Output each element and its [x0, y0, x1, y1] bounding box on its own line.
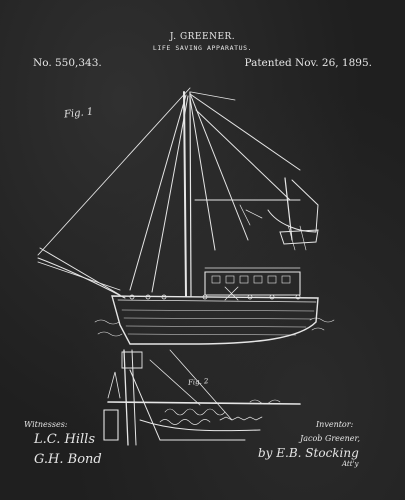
witness-signature-2: G.H. Bond — [34, 452, 102, 467]
inventor-label: Inventor: — [316, 420, 354, 429]
attorney-label: Att'y — [342, 460, 359, 468]
inventor-header: J. GREENER. — [169, 32, 236, 42]
ship-drawing — [37, 87, 335, 345]
witnesses-label: Witnesses: — [24, 420, 68, 429]
patent-number: No. 550,343. — [33, 57, 102, 69]
apparatus-detail-drawing — [103, 349, 301, 446]
inventor-name: Jacob Greener, — [300, 434, 360, 443]
witness-signature-1: L.C. Hills — [34, 432, 95, 447]
attorney-signature: by E.B. Stocking — [258, 446, 359, 460]
patent-date: Patented Nov. 26, 1895. — [244, 57, 372, 69]
patent-title: LIFE SAVING APPARATUS. — [152, 44, 253, 52]
